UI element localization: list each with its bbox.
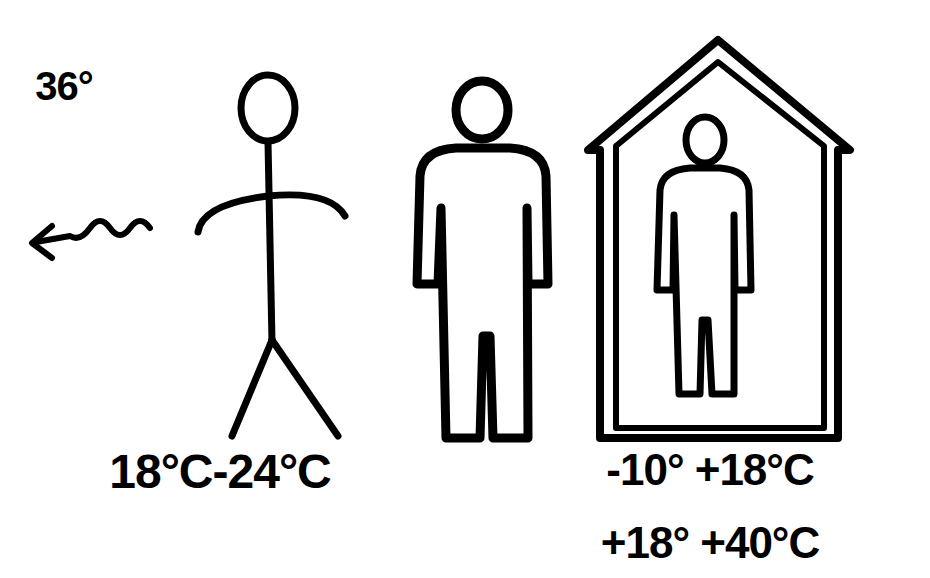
clothes <box>417 148 548 438</box>
naked-figure <box>198 75 345 436</box>
right-leg <box>272 340 338 436</box>
head <box>456 81 508 139</box>
house-inner <box>616 62 824 428</box>
temperature-label: -10° +18°C <box>606 448 813 492</box>
clothes <box>657 168 751 394</box>
house-figure <box>588 40 850 438</box>
torso <box>268 142 272 342</box>
temperature-label: 18°C-24°C <box>109 448 330 496</box>
clothed-figure <box>417 81 548 438</box>
heat-label: 36° <box>35 66 93 106</box>
arrow-head <box>32 226 52 258</box>
head <box>241 75 295 141</box>
head <box>686 117 724 163</box>
arms <box>198 195 345 232</box>
left-leg <box>232 340 272 436</box>
heat-arrow <box>32 221 150 258</box>
temperature-label: +18° +40°C <box>601 521 819 565</box>
house-outer <box>588 40 850 438</box>
